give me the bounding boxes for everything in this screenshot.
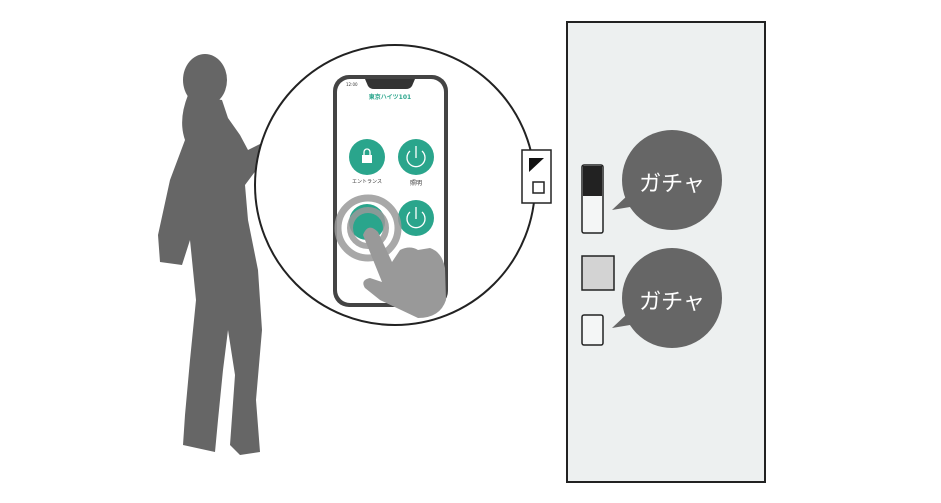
smart-lock-lower <box>581 314 604 346</box>
pointing-hand <box>363 227 446 318</box>
lock-icon <box>362 155 372 163</box>
phone-clock: 12:00 <box>346 82 358 87</box>
door-handle-plate <box>581 255 615 291</box>
woman-silhouette <box>158 54 289 455</box>
bubble-text-lower: ガチャ <box>639 290 705 315</box>
light-label: 照明 <box>409 180 422 187</box>
bubble-text-upper: ガチャ <box>639 172 705 197</box>
phone-title: 東京ハイツ101 <box>368 94 412 101</box>
hub-device <box>521 149 552 204</box>
speech-bubbles <box>612 130 722 348</box>
power-icon <box>406 150 426 168</box>
entrance-label: エントランス <box>352 179 382 185</box>
smart-lock-upper <box>581 164 604 234</box>
